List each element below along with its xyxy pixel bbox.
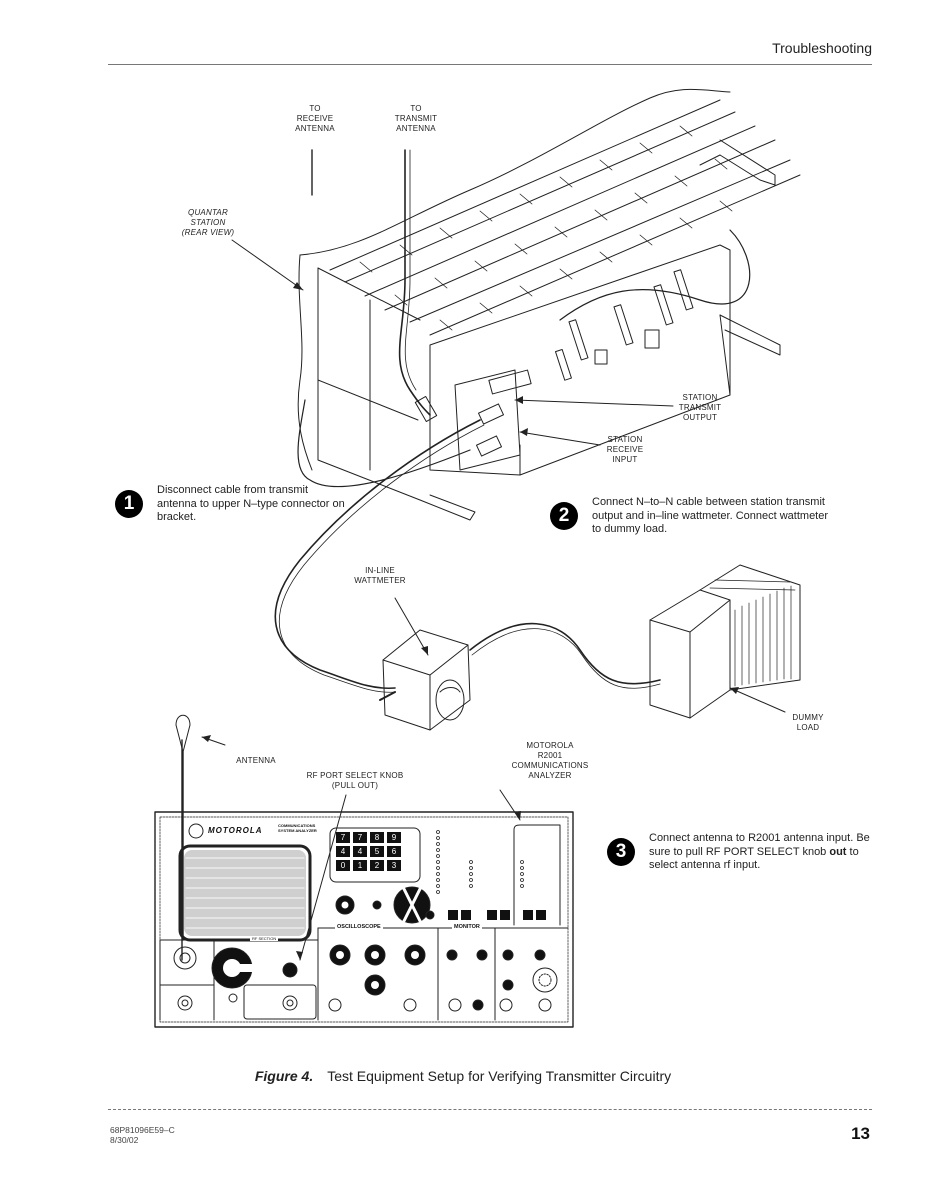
oscilloscope-label: OSCILLOSCOPE <box>335 924 383 930</box>
step-number-badge: 2 <box>550 502 578 530</box>
keypad-key: 5 <box>370 846 384 857</box>
document-date: 8/30/02 <box>110 1135 139 1145</box>
document-number: 68P81096E59–C <box>110 1125 175 1135</box>
quantar-station-drawing <box>274 88 801 693</box>
step-text-part: Connect antenna to R2001 antenna input. … <box>649 832 870 858</box>
label-station-transmit-output: STATION TRANSMIT OUTPUT <box>678 393 722 422</box>
dummy-load-drawing <box>649 564 801 719</box>
keypad-key: 2 <box>370 860 384 871</box>
analyzer-panel-drawing <box>154 811 574 1028</box>
figure-caption: Figure 4. Test Equipment Setup for Verify… <box>0 1068 926 1084</box>
label-dummy-load: DUMMY LOAD <box>792 713 824 732</box>
step-text: Disconnect cable from transmit antenna t… <box>157 484 345 523</box>
keypad-key: 7 <box>353 832 367 843</box>
rf-section-label: RF SECTION <box>250 936 279 941</box>
label-quantar-station: QUANTAR STATION (REAR VIEW) <box>181 208 235 237</box>
figure-title: Test Equipment Setup for Verifying Trans… <box>327 1068 672 1084</box>
keypad-key: 3 <box>387 860 401 871</box>
keypad-key: 8 <box>370 832 384 843</box>
keypad-key: 4 <box>353 846 367 857</box>
document-info: 68P81096E59–C 8/30/02 <box>110 1125 175 1145</box>
keypad-key: 1 <box>353 860 367 871</box>
step-number-badge: 1 <box>115 490 143 518</box>
section-title: Troubleshooting <box>772 40 872 56</box>
footer-rule <box>108 1109 872 1110</box>
keypad-key: 9 <box>387 832 401 843</box>
antenna-drawing <box>175 714 191 941</box>
figure-number: Figure 4. <box>254 1068 314 1084</box>
label-rf-port-select-knob: RF PORT SELECT KNOB (PULL OUT) <box>306 771 404 790</box>
label-to-receive-antenna: TO RECEIVE ANTENNA <box>295 104 335 133</box>
keypad-key: 0 <box>336 860 350 871</box>
monitor-label: MONITOR <box>452 924 482 930</box>
step-text-emphasis: out <box>829 845 847 858</box>
keypad-key: 4 <box>336 846 350 857</box>
label-inline-wattmeter: IN-LINE WATTMETER <box>354 566 406 585</box>
step-3: 3 Connect antenna to R2001 antenna input… <box>607 832 877 873</box>
header-rule <box>108 64 872 65</box>
label-antenna: ANTENNA <box>236 756 276 765</box>
analyzer-subtitle: COMMUNICATIONS SYSTEM ANALYZER <box>278 823 317 833</box>
keypad-key: 7 <box>336 832 350 843</box>
page-number: 13 <box>851 1124 870 1143</box>
label-to-transmit-antenna: TO TRANSMIT ANTENNA <box>394 104 438 133</box>
analyzer-keypad: 7 7 8 9 4 4 5 6 0 1 2 3 <box>336 832 401 871</box>
step-number-badge: 3 <box>607 838 635 866</box>
step-2: 2 Connect N–to–N cable between station t… <box>550 496 830 537</box>
label-station-receive-input: STATION RECEIVE INPUT <box>606 435 644 464</box>
keypad-key: 6 <box>387 846 401 857</box>
step-text: Connect antenna to R2001 antenna input. … <box>649 832 877 873</box>
step-text: Connect N–to–N cable between station tra… <box>592 496 829 535</box>
label-analyzer: MOTOROLA R2001 COMMUNICATIONS ANALYZER <box>511 741 589 780</box>
step-text-part: to select antenna rf input. <box>649 845 859 872</box>
analyzer-brand: MOTOROLA <box>208 826 263 835</box>
wattmeter-drawing <box>379 622 661 731</box>
step-1: 1 Disconnect cable from transmit antenna… <box>115 484 345 525</box>
